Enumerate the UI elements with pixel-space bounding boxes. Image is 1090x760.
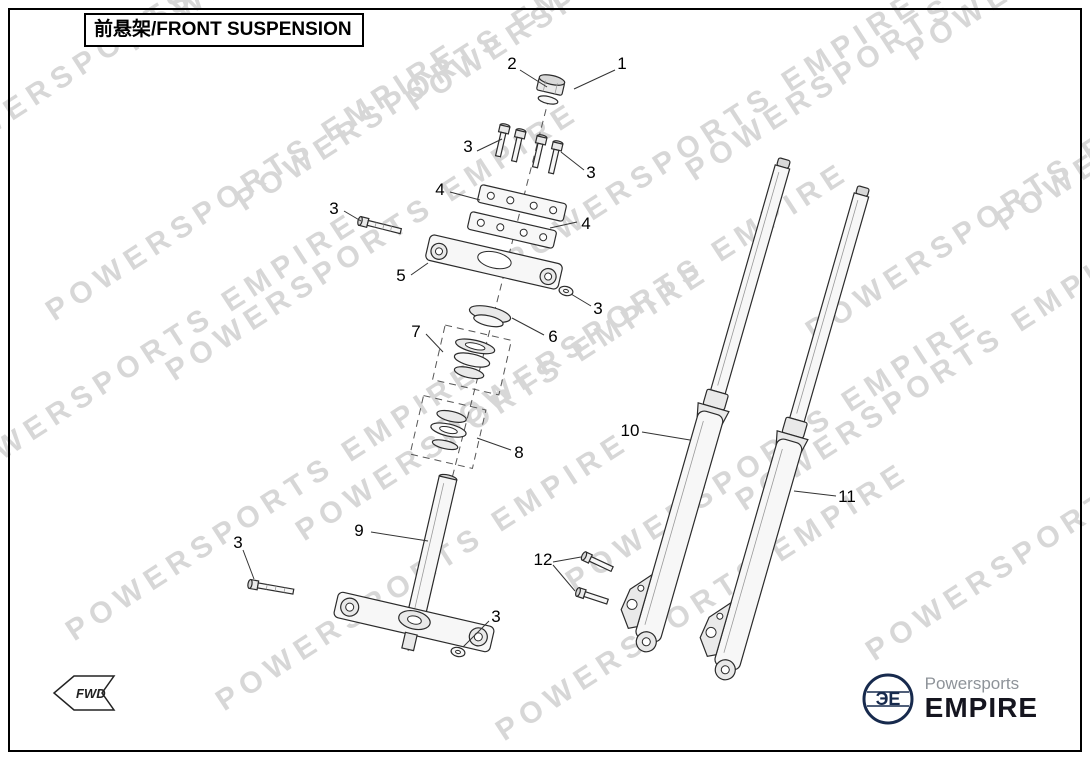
part-4-upper-clamp-plate-b	[467, 211, 557, 249]
part-8-bearing-stack	[409, 394, 487, 470]
callout-part-6: 6	[548, 327, 558, 346]
brand-name-bottom: EMPIRE	[924, 692, 1038, 724]
part-4-upper-clamp-plate-a	[477, 184, 567, 222]
callout-part-9: 9	[354, 521, 364, 540]
part-6-dust-seal	[468, 305, 512, 328]
part-2-washer	[537, 95, 559, 105]
fwd-direction-icon: FWD	[52, 675, 116, 711]
callout-part-3: 3	[463, 137, 473, 156]
callout-part-3: 3	[329, 199, 339, 218]
callout-part-3: 3	[233, 533, 243, 552]
callout-part-5: 5	[396, 266, 406, 285]
callout-part-1: 1	[617, 54, 627, 73]
part-1-stem-nut	[536, 74, 566, 96]
part-3-washer-upper	[558, 285, 574, 297]
fwd-label: FWD	[76, 686, 106, 701]
part-3-bolt-upper-left	[357, 215, 403, 235]
callout-part-11: 11	[838, 487, 856, 506]
axis-centerline	[406, 85, 553, 656]
callout-part-4: 4	[435, 180, 445, 199]
callout-part-7: 7	[411, 322, 421, 341]
callout-part-4: 4	[581, 214, 591, 233]
part-9-lower-triple-clamp	[333, 591, 495, 653]
brand-logo: ЭE Powersports EMPIRE	[861, 672, 1038, 726]
callout-part-3: 3	[586, 163, 596, 182]
callout-part-12: 12	[533, 550, 553, 569]
part-3-clamp-bolts	[494, 123, 564, 175]
part-10-left-fork-leg	[620, 157, 791, 653]
callout-part-10: 10	[620, 421, 640, 440]
part-5-top-bracket	[425, 234, 563, 290]
callout-part-2: 2	[507, 54, 517, 73]
brand-emblem-icon: ЭE	[862, 673, 914, 725]
callout-part-8: 8	[514, 443, 524, 462]
leader-lines	[242, 69, 837, 648]
brand-monogram: ЭE	[875, 689, 900, 709]
part-9-steering-stem	[405, 473, 458, 625]
brand-name-top: Powersports	[924, 674, 1020, 694]
part-7-bearing-stack	[431, 324, 513, 396]
page-title: 前悬架/FRONT SUSPENSION	[84, 13, 364, 47]
part-12-pinch-bolts	[575, 551, 614, 605]
part-11-right-fork-leg	[699, 185, 870, 681]
callout-part-3: 3	[491, 607, 501, 626]
part-3-bolt-lower-left	[247, 578, 295, 595]
callout-part-3: 3	[593, 299, 603, 318]
part-3-washer-lower	[450, 646, 466, 658]
